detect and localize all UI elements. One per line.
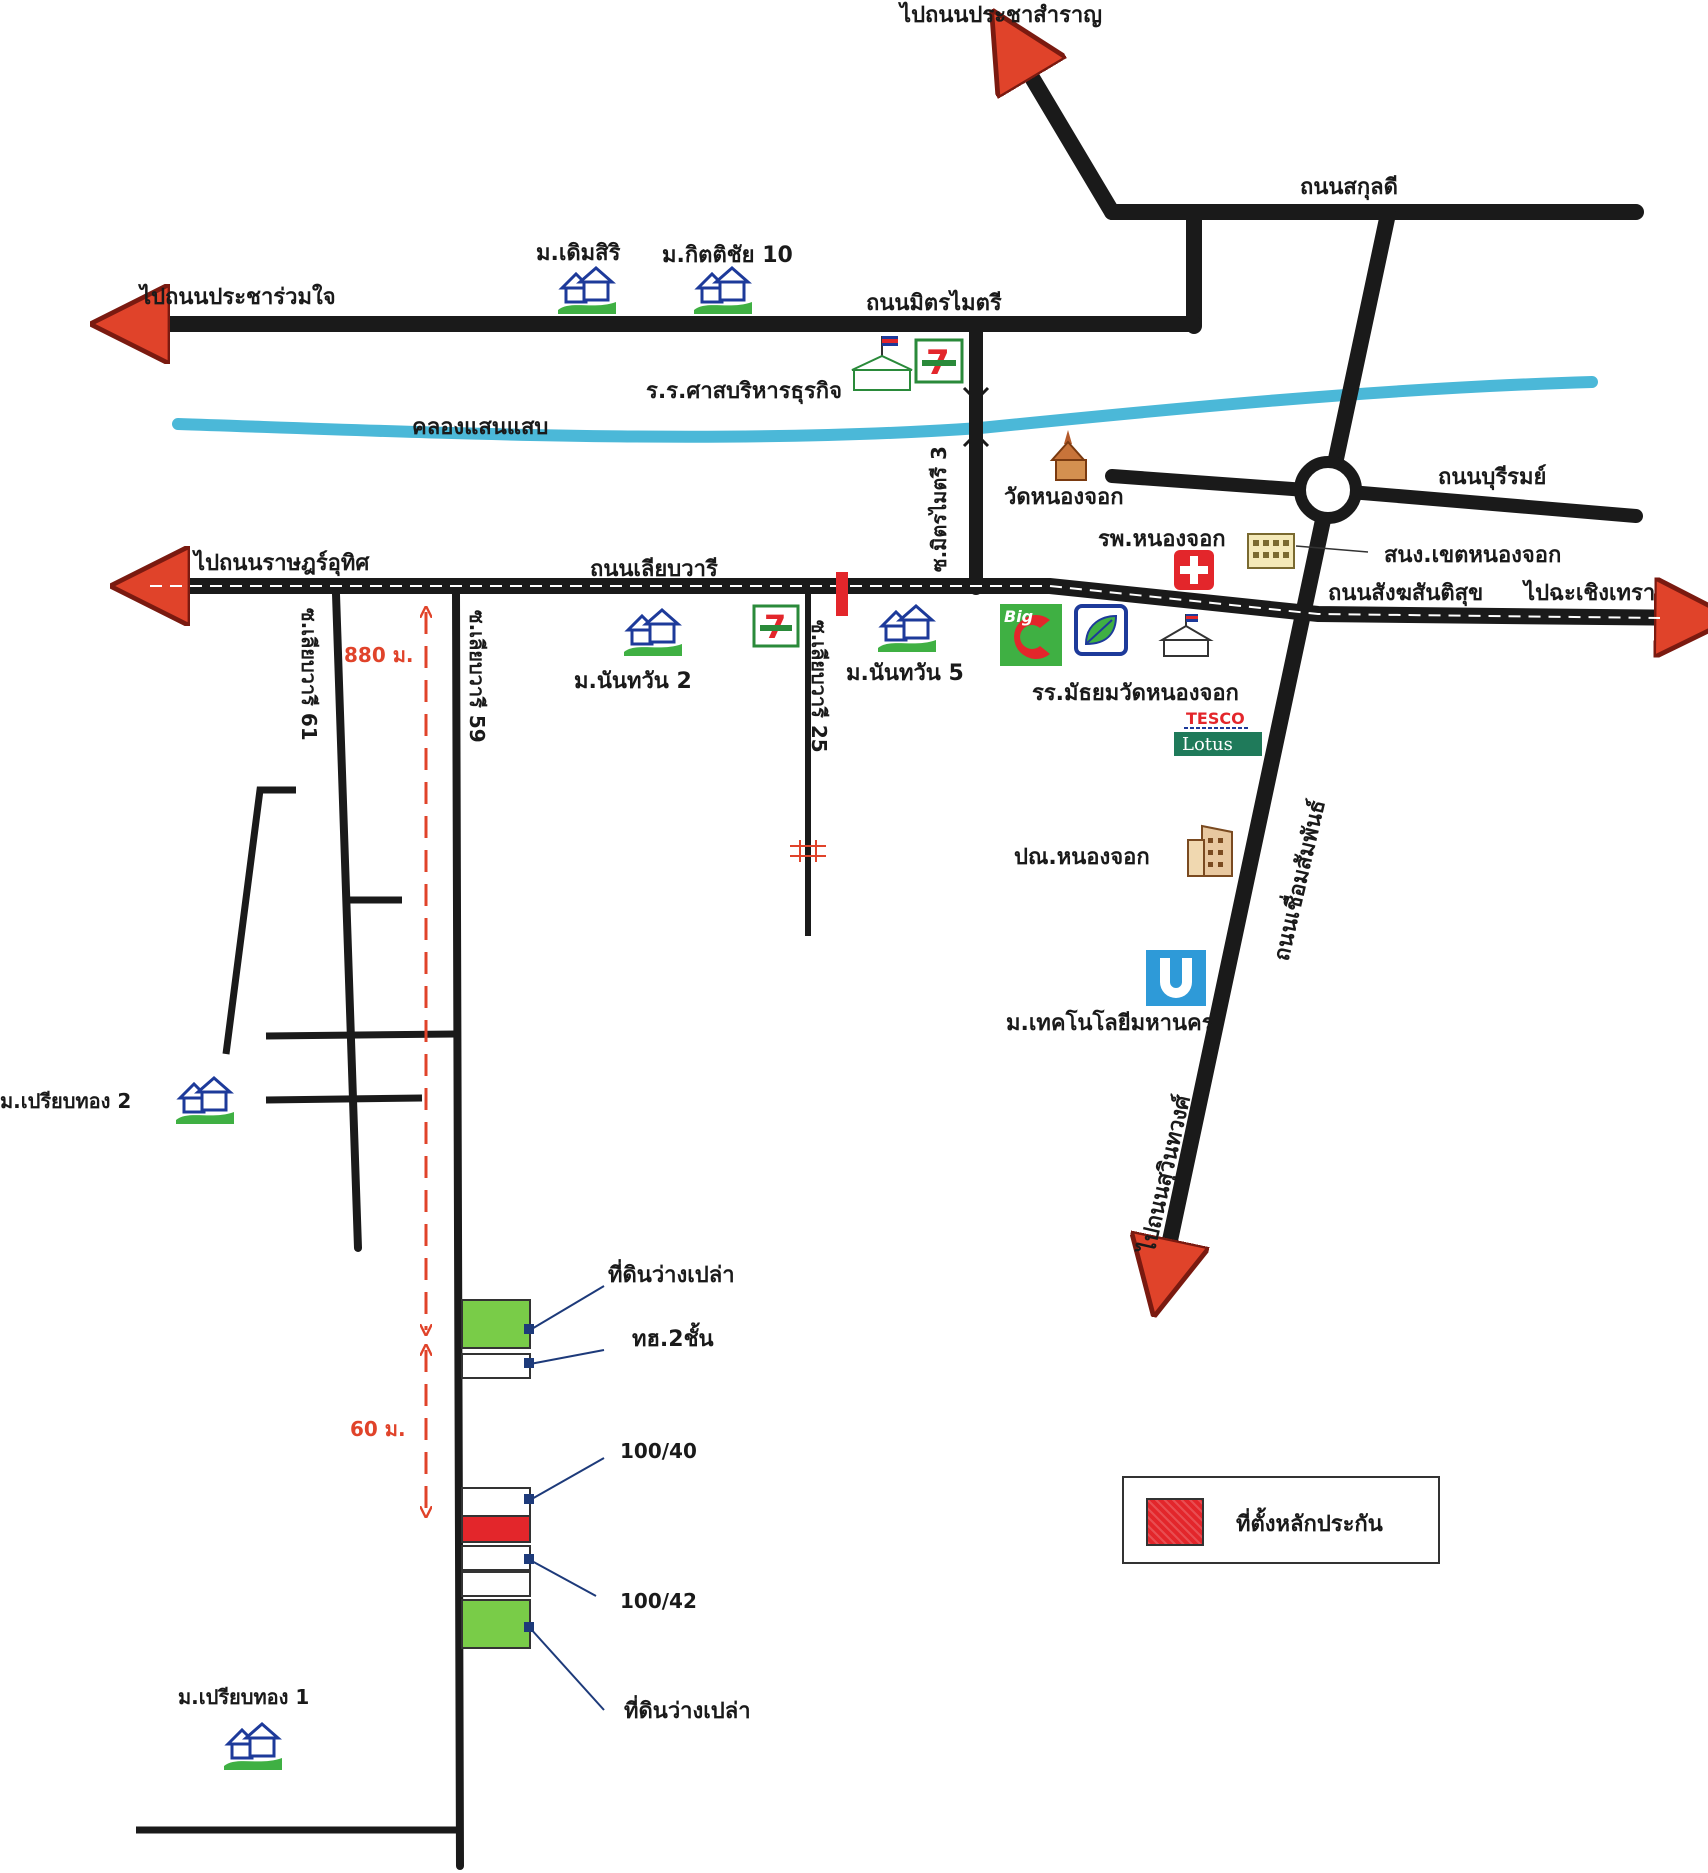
label-house-100-40: 100/40 — [620, 1439, 697, 1463]
label-sas-school: ร.ร.ศาสบริหารธุรกิจ — [646, 379, 842, 405]
label-soi-liap-wari-59: ซ.เลียบวารี 59 — [465, 610, 489, 743]
label-kitti-chai-10: ม.กิตติชัย 10 — [662, 243, 793, 268]
plot-collateral — [461, 1515, 531, 1543]
road-buriram — [1343, 485, 1643, 523]
label-sakundi: ถนนสกุลดี — [1300, 175, 1398, 201]
road-branch-west — [222, 786, 296, 1055]
label-khlong-saen-saep: คลองแสนแสบ — [412, 415, 548, 440]
school-icon — [851, 336, 913, 391]
legend: ที่ตั้งหลักประกัน — [1122, 1476, 1440, 1564]
label-liap-wari: ถนนเลียบวารี — [590, 557, 718, 582]
leaf-logo — [1074, 604, 1128, 656]
legend-collateral-label: ที่ตั้งหลักประกัน — [1236, 1512, 1383, 1537]
label-chueam-samphan: ถนนเชื่อมสัมพันธ์ — [1265, 796, 1331, 963]
leader-dot — [524, 1554, 534, 1564]
label-to-prachasamran: ไปถนนประชาสำราญ — [898, 1, 1102, 28]
bridge-marker — [962, 386, 990, 448]
plot-townhouse — [461, 1353, 531, 1379]
label-soi-liap-wari-25: ซ.เลียบวารี 25 — [807, 620, 831, 753]
label-post-office: ปณ.หนองจอก — [1014, 845, 1150, 870]
post-office-icon — [1187, 824, 1233, 877]
label-nanthawan-2: ม.นันทวัน 2 — [574, 669, 692, 694]
svg-text:TESCO: TESCO — [1186, 709, 1245, 728]
leader-vacant-top — [529, 1285, 605, 1331]
svg-text:Big: Big — [1004, 607, 1033, 626]
leader-dot — [524, 1494, 534, 1504]
leader-100-40 — [529, 1457, 605, 1501]
road-branch-3 — [265, 1094, 423, 1104]
roundabout — [1294, 456, 1362, 524]
plot-100-42-a — [461, 1545, 531, 1571]
label-nanthawan-5: ม.นันทวัน 5 — [846, 661, 964, 686]
road-soi-liap-wari-59 — [452, 590, 464, 1870]
village-icon — [878, 604, 936, 652]
label-buriram: ถนนบุรีรมย์ — [1438, 464, 1546, 491]
big-c-logo: Big — [1000, 604, 1062, 666]
plot-100-42-b — [461, 1571, 531, 1597]
road-chueam-samphan — [1162, 206, 1396, 1278]
bridge-red-marker — [836, 572, 848, 616]
label-house-100-42: 100/42 — [620, 1589, 697, 1613]
label-soi-mitmaitri-3: ซ.มิตรไมตรี 3 — [927, 446, 951, 572]
label-sangkhom-santisuk: ถนนสังฆสันติสุข — [1328, 581, 1483, 607]
road-centerline — [150, 585, 1661, 619]
leader-vacant-bottom — [529, 1627, 605, 1711]
tesco-lotus-logo: TESCO Lotus — [1174, 709, 1262, 756]
label-distance-880: 880 ม. — [344, 643, 414, 667]
hospital-icon — [1174, 550, 1214, 590]
road-to-prachasamran — [1012, 44, 1120, 220]
leader-dot — [524, 1622, 534, 1632]
label-soi-liap-wari-61: ซ.เลียบวารี 61 — [297, 608, 321, 741]
road-soi-liap-wari-61 — [332, 590, 362, 1252]
label-to-chachoengsao: ไปฉะเชิงเทรา — [1522, 579, 1655, 606]
village-icon — [224, 1722, 282, 1770]
seven-eleven-icon: 7 — [752, 604, 800, 648]
leader-100-42 — [529, 1559, 597, 1597]
canal-khlong-saen-saep — [172, 376, 1598, 443]
school-icon — [1158, 614, 1214, 657]
village-icon — [694, 266, 752, 314]
bridge-marker-soi-25 — [790, 840, 826, 862]
leader-dot — [524, 1358, 534, 1368]
svg-text:Lotus: Lotus — [1182, 734, 1233, 755]
label-wat-nong-chok: วัดหนองจอก — [1004, 485, 1124, 510]
plot-vacant-land-bottom — [461, 1599, 531, 1649]
label-to-ratsadonuthit: ไปถนนราษฎร์อุทิศ — [192, 549, 370, 577]
legend-collateral-swatch — [1146, 1498, 1204, 1546]
village-icon — [558, 266, 616, 314]
plot-100-40 — [461, 1487, 531, 1517]
label-hospital: รพ.หนองจอก — [1098, 527, 1226, 552]
village-icon — [176, 1076, 234, 1124]
label-vacant-land-top: ที่ดินว่างเปล่า — [608, 1258, 735, 1288]
label-vacant-land-bottom: ที่ดินว่างเปล่า — [624, 1694, 751, 1724]
university-logo — [1146, 950, 1206, 1006]
road-buriram-west — [1105, 469, 1313, 497]
seven-eleven-icon: 7 — [914, 338, 964, 384]
label-derm-siri: ม.เดิมสิริ — [536, 241, 621, 266]
label-mitmaitri: ถนนมิตรไมตรี — [866, 289, 1002, 316]
temple-icon — [1049, 430, 1087, 481]
leader-dot — [524, 1324, 534, 1334]
leader-townhouse — [529, 1349, 605, 1365]
village-icon — [624, 608, 682, 656]
label-townhouse: ทฮ.2ชั้น — [632, 1322, 714, 1352]
label-prieb-thong-2: ม.เปรียบทอง 2 — [0, 1089, 131, 1113]
label-distance-60: 60 ม. — [350, 1417, 406, 1441]
office-building-icon — [1247, 533, 1295, 569]
label-to-pracharuamjai: ไปถนนประชาร่วมใจ — [138, 283, 336, 310]
label-district-office: สนง.เขตหนองจอก — [1384, 543, 1561, 568]
leader-district-office — [1295, 545, 1369, 553]
label-prieb-thong-1: ม.เปรียบทอง 1 — [178, 1685, 309, 1709]
label-tech-university: ม.เทคโนโลยีมหานคร — [1006, 1009, 1214, 1036]
plot-vacant-land-top — [461, 1299, 531, 1349]
label-secondary-school: รร.มัธยมวัดหนองจอก — [1032, 681, 1239, 706]
